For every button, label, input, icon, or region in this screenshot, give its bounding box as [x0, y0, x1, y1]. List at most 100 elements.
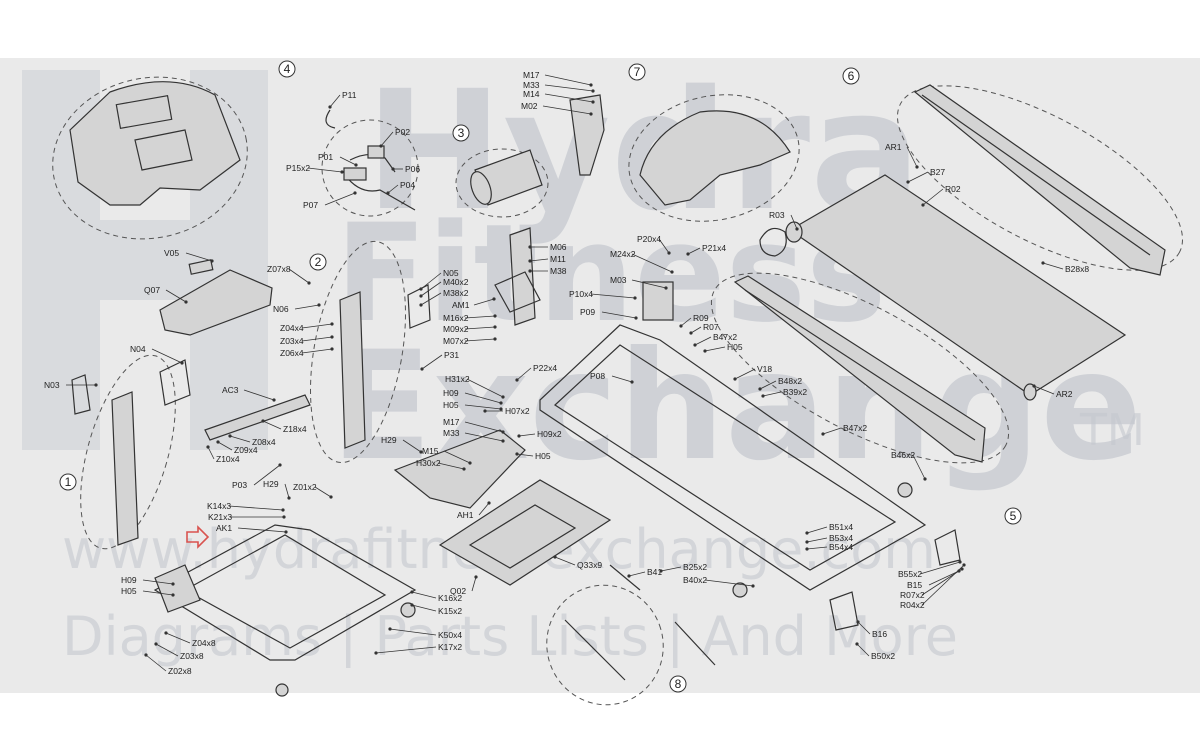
rear-wheel [732, 582, 748, 598]
leader-dot [493, 325, 497, 329]
part-label-z03x8: Z03x8 [154, 642, 204, 661]
motor-tray-q02 [438, 479, 612, 586]
part-label-r07: R07 [689, 322, 719, 335]
assembly-outlines [52, 76, 1184, 706]
part-label-text: P20x4 [637, 234, 661, 244]
part-label-b48x2: B48x2 [758, 376, 802, 391]
part-label-r03: R03 [769, 210, 799, 231]
part-label-b25x2: B25x2 [659, 562, 707, 573]
leader-line [529, 258, 549, 262]
leader-line [301, 336, 333, 342]
tray-cap-v05 [188, 259, 214, 275]
part-label-h29-a: H29 [381, 435, 423, 454]
part-label-m14: M14 [523, 89, 595, 104]
leader-dot [528, 259, 532, 263]
leader-line [307, 167, 343, 173]
part-label-text: R07x2 [900, 590, 925, 600]
part-label-text: H05 [727, 342, 743, 352]
leader-line [806, 537, 828, 543]
leader-line [464, 326, 496, 330]
part-label-ar2: AR2 [1032, 384, 1073, 399]
leader-dot [410, 590, 414, 594]
part-label-b51x4: B51x4 [805, 522, 853, 535]
part-label-m02: M02 [521, 101, 593, 116]
leader-dot [419, 287, 423, 291]
part-label-b16: B16 [856, 620, 887, 639]
part-label-text: M40x2 [443, 277, 469, 287]
foot-pad [275, 683, 289, 697]
console-housing [69, 81, 241, 206]
part-label-p01: P01 [318, 152, 358, 167]
leader-line [611, 375, 633, 383]
part-label-text: B40x2 [683, 575, 707, 585]
leader-dot [374, 651, 378, 655]
leader-line [443, 450, 471, 464]
leader-dot [388, 627, 392, 631]
part-label-text: P02 [395, 127, 410, 137]
leader-dot [216, 440, 220, 444]
assembly-number-4: 4 [278, 60, 296, 78]
part-label-k50x4: K50x4 [388, 627, 462, 640]
leader-dot [468, 461, 472, 465]
leader-line [694, 336, 712, 346]
leader-line [228, 505, 284, 511]
leader-line [822, 427, 842, 435]
part-label-p08: P08 [590, 371, 634, 384]
part-label-text: P09 [580, 307, 595, 317]
part-label-text: K14x3 [207, 501, 231, 511]
part-label-text: P15x2 [286, 163, 310, 173]
leader-line [142, 590, 174, 596]
highlight-arrow [186, 525, 210, 549]
leader-dot [154, 642, 158, 646]
leader-line [142, 579, 174, 585]
part-label-text: M16x2 [443, 313, 469, 323]
assembly-number-text: 8 [675, 677, 682, 691]
part-label-text: Z01x2 [293, 482, 317, 492]
leader-dot [679, 324, 683, 328]
leader-dot [630, 380, 634, 384]
part-label-text: K50x4 [438, 630, 462, 640]
part-label-text: M09x2 [443, 324, 469, 334]
part-label-text: B27 [930, 167, 945, 177]
part-label-text: AR2 [1056, 389, 1073, 399]
leader-line [759, 380, 777, 390]
part-label-k16x2: K16x2 [410, 590, 462, 603]
leader-dot [501, 439, 505, 443]
part-label-k17x2: K17x2 [374, 642, 462, 655]
leader-dot [330, 322, 334, 326]
part-label-text: K16x2 [438, 593, 462, 603]
leader-line [473, 298, 495, 306]
part-label-v05: V05 [164, 248, 214, 263]
outline-left-upright [80, 354, 176, 550]
part-label-b47x2-top: B47x2 [693, 332, 737, 347]
leader-line [301, 323, 333, 329]
part-label-h09-b: H09 [121, 575, 175, 586]
part-label-text: K15x2 [438, 606, 462, 616]
upright-bracket-n03 [71, 374, 91, 415]
part-label-p03: P03 [232, 463, 282, 490]
roller-wheel-b46 [897, 482, 913, 498]
rear-bracket-left [829, 591, 859, 631]
leader-dot [329, 495, 333, 499]
part-label-text: H31x2 [445, 374, 470, 384]
part-label-b46x2: B46x2 [891, 450, 927, 481]
leader-line [518, 433, 536, 437]
main-frame [539, 324, 927, 591]
assembly-number-1: 1 [59, 473, 77, 491]
part-label-m07x2: M07x2 [443, 336, 497, 346]
part-label-text: Z02x8 [168, 666, 192, 676]
part-label-text: H07x2 [505, 406, 530, 416]
leader-dot [499, 401, 503, 405]
drive-belt [759, 227, 787, 257]
part-label-z03x4-mid: Z03x4 [280, 335, 334, 346]
leader-line [590, 293, 636, 299]
leader-line [690, 326, 702, 334]
leader-dot [528, 245, 532, 249]
leader-dot [923, 477, 927, 481]
part-label-text: Q33x9 [577, 560, 602, 570]
leader-dot [855, 642, 859, 646]
leader-line [466, 378, 504, 398]
part-label-text: H05 [535, 451, 551, 461]
